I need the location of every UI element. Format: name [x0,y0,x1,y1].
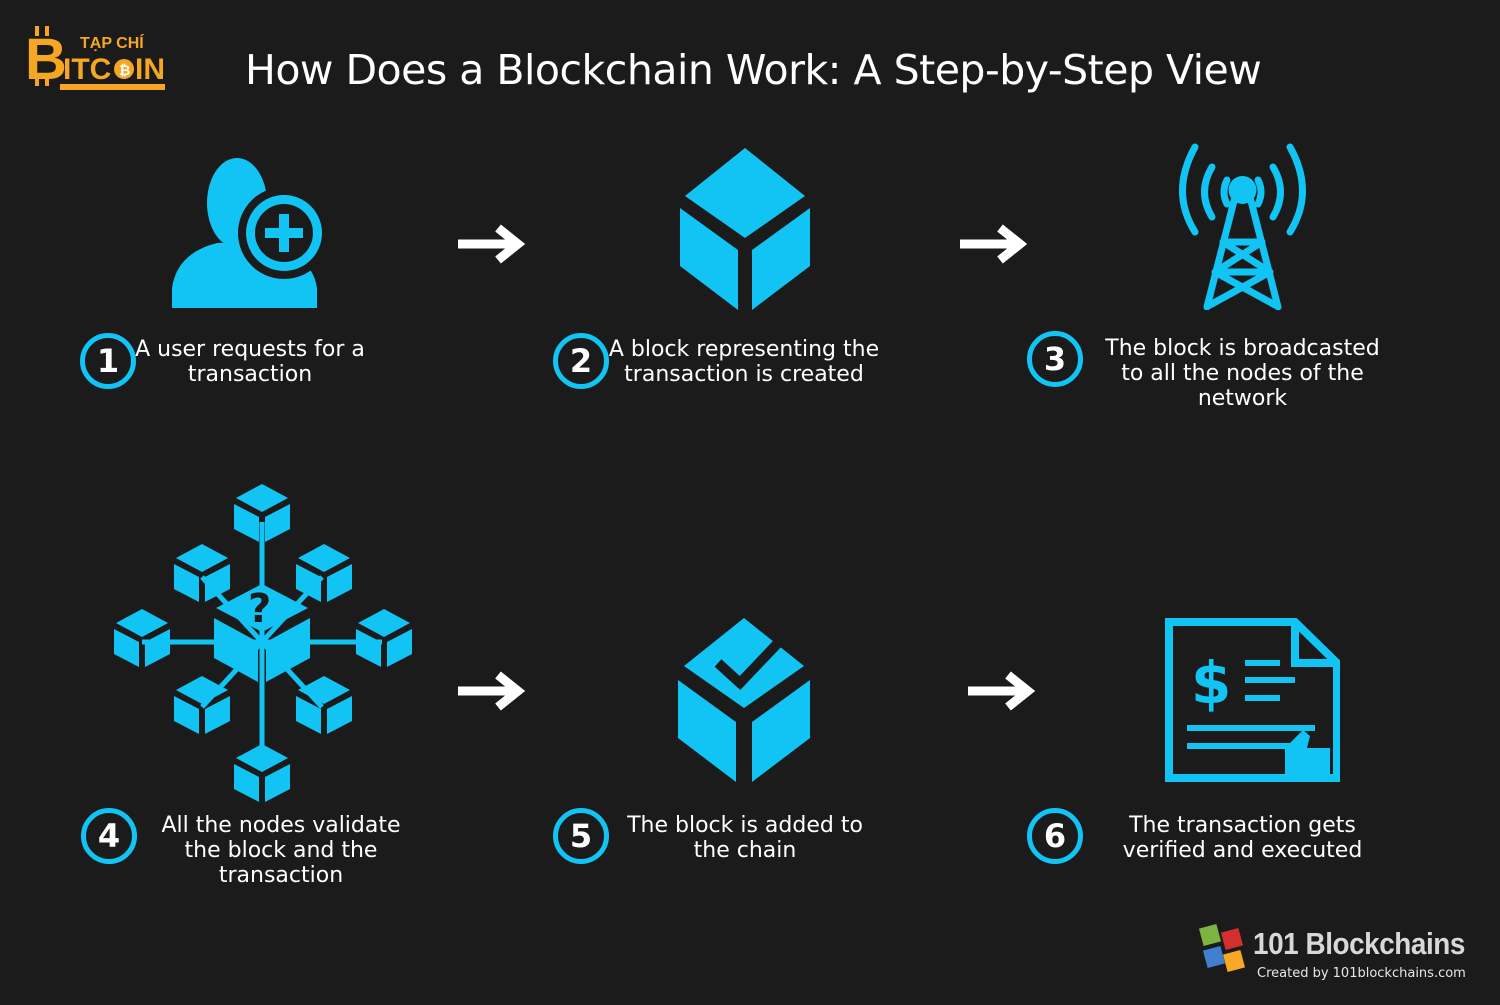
arrow-right-icon [458,671,526,711]
step-number-6: 6 [1027,808,1083,864]
step-number-4: 4 [81,808,137,864]
step-number-2: 2 [553,333,609,389]
svg-text:₿: ₿ [119,63,130,79]
step-3-label: The block is broadcasted to all the node… [1105,336,1380,411]
svg-text:TẠP CHÍ: TẠP CHÍ [80,33,144,52]
step-number-1: 1 [80,333,136,389]
arrow-right-icon [960,224,1028,264]
cube-icon [680,148,810,310]
svg-text:?: ? [248,586,271,632]
step-number-5: 5 [553,808,609,864]
colored-cubes-logo-icon [1198,923,1246,973]
step-4-label: All the nodes validate the block and the… [161,813,401,888]
broadcast-tower-icon [1179,143,1306,310]
arrow-right-icon [968,671,1036,711]
tapchibitcoin-logo: B TẠP CHÍ ITC ₿ IN [25,24,170,94]
step-6-label: The transaction gets verified and execut… [1122,813,1363,863]
101blockchains-brand: 101 Blockchains Created by 101blockchain… [1195,922,1485,982]
cube-check-icon [678,618,810,782]
step-number-3: 3 [1027,331,1083,387]
step-5-label: The block is added to the chain [627,813,863,863]
svg-text:ITC: ITC [63,53,111,86]
invoice-thumbs-up-icon: $ [1165,618,1340,782]
network-nodes-icon: ? [114,484,412,802]
svg-text:$: $ [1191,649,1231,717]
user-add-icon [172,158,330,308]
step-2-label: A block representing the transaction is … [608,337,880,387]
step-1-label: A user requests for a transaction [135,337,365,387]
page-title: How Does a Blockchain Work: A Step-by-St… [245,46,1262,94]
brand-name: 101 Blockchains [1253,926,1465,961]
svg-text:IN: IN [135,53,165,86]
brand-credit: Created by 101blockchains.com [1257,966,1466,981]
arrow-right-icon [458,224,526,264]
